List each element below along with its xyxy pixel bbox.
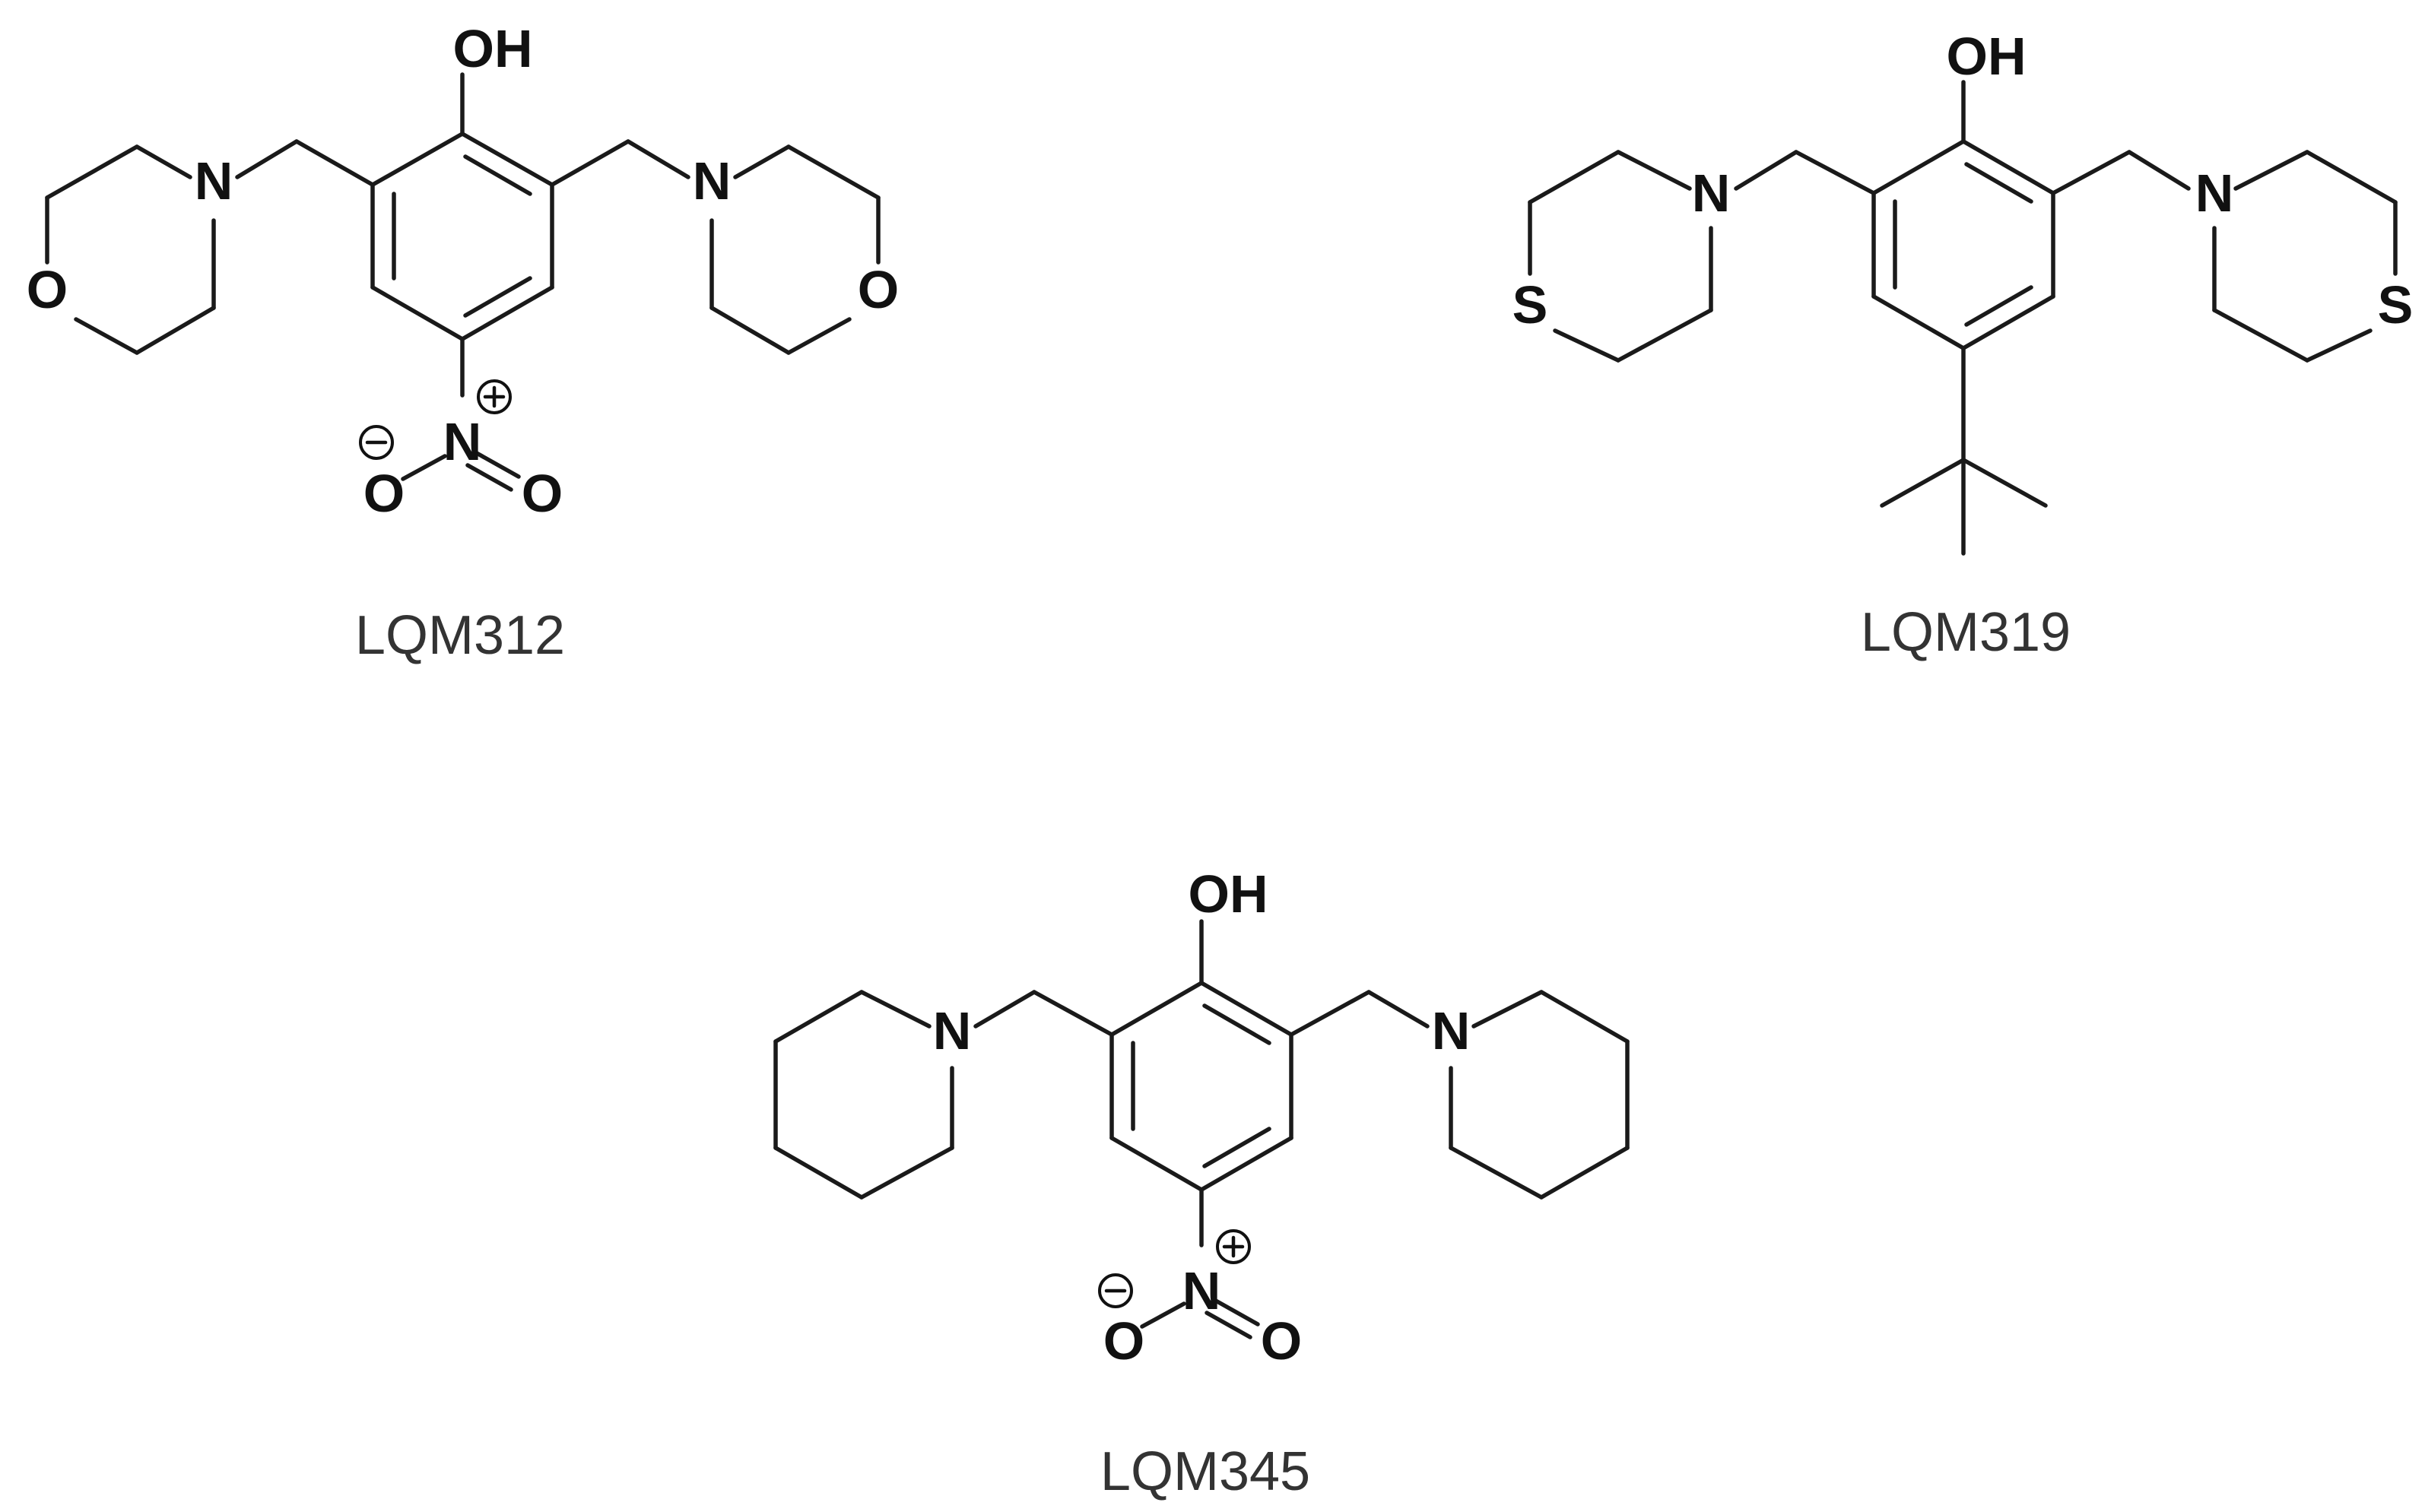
- lqm345-bonds: [773, 919, 1630, 1339]
- lqm312-atom-labels: OH N N O O N O O: [27, 19, 899, 523]
- lqm312-positive-charge-icon: [477, 379, 512, 414]
- lqm319-thiomorpholine-sulfur-left: S: [1512, 275, 1548, 334]
- lqm319-amine-left-label: N: [1692, 163, 1731, 223]
- molecule-lqm319: OH N N S S LQM319: [1512, 27, 2414, 663]
- lqm319-caption: LQM319: [1861, 602, 2071, 663]
- lqm312-bonds: [45, 72, 881, 492]
- lqm345-hydroxyl-label: OH: [1189, 864, 1268, 924]
- lqm345-atom-labels: OH N N N O O: [933, 864, 1471, 1371]
- molecule-lqm345: OH N N N O O LQM345: [773, 864, 1630, 1502]
- lqm312-morpholine-oxygen-left: O: [27, 260, 68, 319]
- lqm345-nitro-nitrogen: N: [1182, 1261, 1221, 1320]
- lqm345-negative-charge-icon: [1098, 1273, 1133, 1308]
- lqm319-hydroxyl-label: OH: [1947, 27, 2027, 86]
- lqm345-amine-right-label: N: [1432, 1001, 1471, 1060]
- lqm312-morpholine-oxygen-right: O: [858, 260, 899, 319]
- lqm319-atom-labels: OH N N S S: [1512, 27, 2414, 334]
- lqm312-amine-right-label: N: [693, 151, 732, 211]
- lqm345-nitro-oxygen-double: O: [1261, 1311, 1302, 1371]
- lqm312-hydroxyl-label: OH: [453, 19, 533, 78]
- lqm345-nitro-oxygen-anion: O: [1103, 1311, 1144, 1371]
- lqm345-caption: LQM345: [1100, 1441, 1310, 1502]
- lqm319-bonds: [1528, 80, 2398, 556]
- lqm312-caption: LQM312: [355, 605, 565, 666]
- lqm312-nitro-oxygen-anion: O: [363, 464, 405, 523]
- lqm312-nitro-oxygen-double: O: [522, 464, 563, 523]
- lqm312-nitro-nitrogen: N: [443, 412, 482, 471]
- molecule-lqm312: OH N N O O N O O LQM312: [27, 19, 899, 666]
- lqm312-amine-left-label: N: [195, 151, 233, 211]
- lqm312-negative-charge-icon: [359, 425, 394, 460]
- lqm319-amine-right-label: N: [2195, 163, 2234, 223]
- lqm345-amine-left-label: N: [933, 1001, 972, 1060]
- lqm319-thiomorpholine-sulfur-right: S: [2378, 275, 2414, 334]
- lqm345-positive-charge-icon: [1216, 1229, 1251, 1264]
